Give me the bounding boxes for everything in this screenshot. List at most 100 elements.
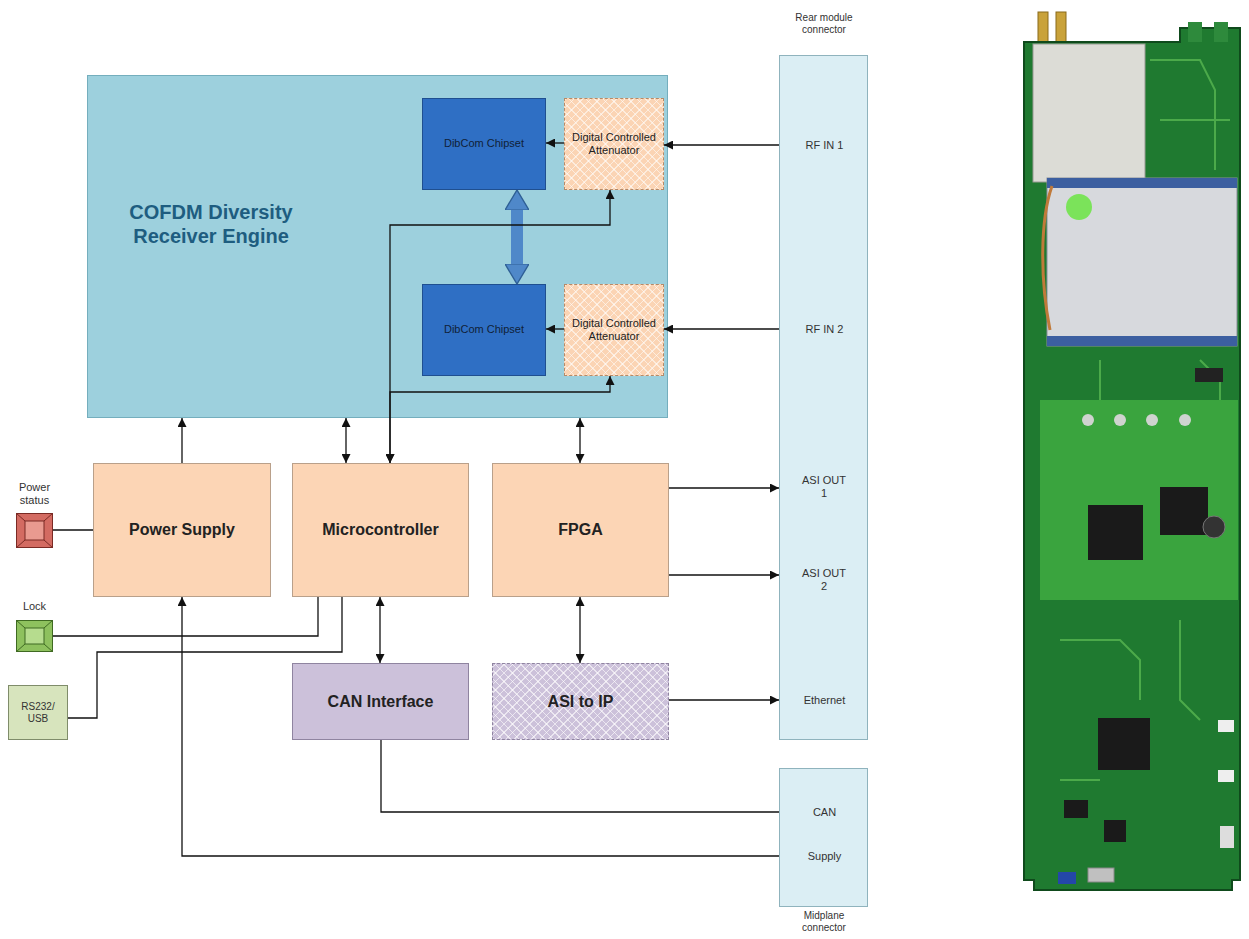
node-label: DibCom Chipset — [444, 137, 524, 150]
node-label: ASI to IP — [548, 692, 614, 711]
process-box: FPGA — [492, 463, 669, 597]
led-bevel — [16, 620, 25, 628]
connector-heading: Rear module connector — [789, 12, 859, 36]
text-holder: Rear module connector — [789, 12, 859, 36]
led-label: Power status — [4, 481, 65, 507]
pad — [1114, 414, 1126, 426]
text-holder: CAN — [780, 806, 869, 819]
engine-box: DibCom ChipsetDigital Controlled Attenua… — [87, 75, 668, 418]
signal-arrow — [669, 699, 779, 700]
status-led: Power status — [16, 513, 53, 548]
signal-name: ASI OUT 2 — [799, 567, 849, 593]
signal-name: Ethernet — [780, 694, 869, 707]
led-bevel — [16, 513, 25, 521]
text-holder: Digital Controlled Attenuator — [568, 317, 660, 343]
led-bevel — [44, 620, 53, 628]
node-label: CAN Interface — [328, 692, 434, 711]
led-bevel — [16, 644, 25, 652]
text-holder: RF IN 1 — [780, 139, 869, 152]
process-box: Power Supply — [93, 463, 271, 597]
chip — [1088, 505, 1143, 560]
signal-arrow — [669, 574, 779, 575]
signal-arrow — [579, 418, 580, 463]
receiver-shield — [1047, 178, 1237, 346]
shield-rim — [1047, 336, 1237, 346]
signal-name: CAN — [780, 806, 869, 819]
led-icon — [16, 620, 53, 652]
chipset-box: DibCom Chipset — [422, 98, 546, 190]
node-label: Digital Controlled Attenuator — [568, 131, 660, 157]
option-box: ASI to IP — [492, 663, 669, 740]
signal-name: RF IN 1 — [780, 139, 869, 152]
led-bevel — [44, 513, 53, 521]
component — [1220, 826, 1234, 848]
text-holder: Power status — [4, 481, 65, 507]
text-holder: Ethernet — [780, 694, 869, 707]
chipset-box: DibCom Chipset — [422, 284, 546, 376]
text-holder: RF IN 2 — [780, 323, 869, 336]
node-label: FPGA — [558, 520, 602, 539]
connectors — [53, 143, 779, 856]
rf-connector — [1056, 12, 1066, 44]
pcb-tab — [1188, 22, 1202, 42]
signal-name: RF IN 2 — [780, 323, 869, 336]
text-holder: Midplane connector — [789, 910, 859, 934]
node-label: Power Supply — [129, 520, 235, 539]
led-bevel — [44, 540, 53, 548]
led-frame — [17, 514, 53, 548]
signal-arrow — [390, 190, 610, 463]
signal-arrow — [390, 376, 610, 463]
shield-rim — [1047, 178, 1237, 188]
led-frame — [17, 621, 53, 652]
interface-box: CAN Interface — [292, 663, 469, 740]
lock-led: Lock — [16, 620, 53, 652]
rear-connector: Rear module connectorRF IN 1RF IN 2ASI O… — [779, 55, 868, 740]
usb-socket — [1088, 868, 1114, 882]
text-holder: COFDM Diversity Receiver Engine — [116, 200, 306, 248]
component — [1218, 720, 1234, 732]
attenuator-box: Digital Controlled Attenuator — [564, 284, 664, 376]
text-holder: Digital Controlled Attenuator — [568, 131, 660, 157]
signal-arrow — [181, 418, 182, 463]
text-holder: DibCom Chipset — [444, 137, 524, 150]
led-bevel — [16, 540, 25, 548]
signal-arrow — [546, 328, 564, 329]
switch — [1058, 872, 1076, 884]
signal-arrow — [379, 597, 380, 663]
led-icon — [16, 513, 53, 548]
chip — [1160, 487, 1208, 535]
text-holder: ASI OUT 1 — [799, 474, 849, 500]
signal-arrow — [669, 487, 779, 488]
signal-arrow — [182, 597, 779, 856]
chip — [1104, 820, 1126, 842]
signal-line — [53, 529, 93, 530]
pcb-tab — [1214, 22, 1228, 42]
signal-arrow — [579, 597, 580, 663]
signal-line — [53, 597, 318, 636]
component — [1218, 770, 1234, 782]
text-holder: Lock — [6, 600, 63, 613]
text-holder: CAN Interface — [328, 692, 434, 711]
component — [1195, 368, 1223, 382]
signal-arrow — [546, 142, 564, 143]
text-holder: Power Supply — [129, 520, 235, 539]
pad — [1082, 414, 1094, 426]
text-holder: Microcontroller — [322, 520, 438, 539]
pcb-trace — [1060, 620, 1200, 780]
attenuator-box: Digital Controlled Attenuator — [564, 98, 664, 190]
tuner-shield — [1033, 44, 1145, 182]
signal-name: Supply — [780, 850, 869, 863]
midplane-connector: Midplane connectorCANSupply — [779, 768, 868, 907]
pad — [1179, 414, 1191, 426]
signal-line — [381, 740, 779, 812]
led-bevel — [44, 644, 53, 652]
node-label: Digital Controlled Attenuator — [568, 317, 660, 343]
chip — [1098, 718, 1150, 770]
signal-arrow — [345, 418, 346, 463]
coin-battery — [1203, 516, 1225, 538]
led-label: Lock — [6, 600, 63, 613]
text-holder: Supply — [780, 850, 869, 863]
chip — [1064, 800, 1088, 818]
node-label: RS232/ USB — [12, 701, 64, 725]
